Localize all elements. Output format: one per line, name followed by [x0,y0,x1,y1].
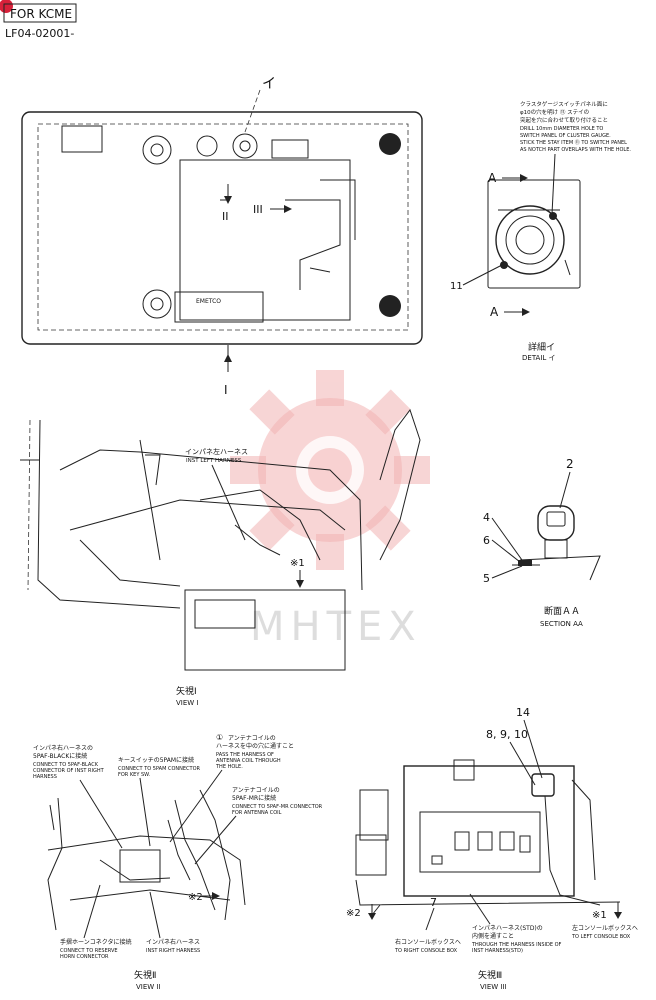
view-i-title-jp: 矢視Ⅰ [176,685,197,697]
header-badge-frame [3,3,77,23]
view-i-mark-x1: ※1 [290,558,305,569]
view-iii-note-mid-en1: THROUGH THE HARNESS INSIDE OF [471,942,562,948]
header-badge: FOR KCME [10,7,72,21]
view-ii-callout-e-en1: CONNECT TO RESERVE [60,948,118,954]
section-item-4: 4 [483,511,490,524]
view-iii-note-mid-jp1: インパネハーネス(STD)の [472,925,543,932]
view-i-harness-jp: インパネ左ハーネス [185,447,248,456]
view-ii-callout-c-en2: ANTENNA COIL THROUGH [216,758,281,764]
section-a-bottom: A [490,305,499,319]
view-iii-mark-x1: ※1 [592,910,607,921]
arrow-ii-label: II [222,210,229,223]
arrow-i-label: I [224,383,228,397]
view-iii-note-left-en: TO RIGHT CONSOLE BOX [394,948,458,954]
corner-mark-icon [0,0,13,13]
view-ii-callout-a-en2: CONNECTOR OF INST RIGHT [33,768,105,774]
view-i-harness-en: INST LEFT HARNESS [186,458,242,464]
view-ii-callout-d-jp1: アンテナコイルの [232,787,280,794]
detail-note-jp-2: φ10の穴を明け ⑪ ステイの [520,108,589,116]
view-iii-mark-x2: ※2 [346,908,361,919]
detail-note-jp-3: 突起を穴に合わせて取り付けること [520,116,608,124]
view-ii: インパネ右ハーネスの 5PAF-BLACKに接続 CONNECT TO 5PAF… [33,733,323,991]
view-iii: 14 8, 9, 10 ※2 ※1 7 右コンソールボックスへ TO RIGHT… [346,706,638,991]
view-ii-callout-f-en: INST RIGHT HARNESS [146,948,200,954]
view-ii-callout-c-num: ① [216,733,223,742]
view-iii-title-en: VIEW III [480,983,507,991]
arrow-iii-label: III [253,203,263,216]
section-a-top: A [488,171,497,185]
drawing-code: LF04-02001- [5,27,74,40]
watermark-gear-icon [230,370,430,570]
detail-note-jp-1: クラスタゲージスイッチパネル面に [520,100,608,108]
section-aa-title-en: SECTION AA [540,620,583,628]
section-aa-title-jp: 断面ＡＡ [544,605,580,617]
view-ii-callout-f-jp: インパネ右ハーネス [146,938,200,946]
view-iii-item-8910: 8, 9, 10 [486,728,528,741]
view-iii-title-jp: 矢視Ⅲ [478,969,502,981]
header: FOR KCME LF04-02001- [3,3,77,40]
view-ii-title-en: VIEW II [136,983,161,991]
detail-item-11: 11 [450,281,463,292]
view-ii-callout-b-jp: キースイッチの5PAMに接続 [118,756,194,764]
view-ii-callout-d-jp2: 5PAF-MRに接続 [232,794,276,802]
view-ii-callout-c-jp2: ハーネスを中の穴に通すこと [216,742,294,750]
section-aa: 2 4 6 5 断面ＡＡ SECTION AA [483,457,601,628]
view-iii-note-mid-en2: INST HARNESS(STD) [472,948,523,954]
view-ii-callout-c-jp1: アンテナコイルの [228,735,276,742]
top-view: EMETCO イ II III I [21,76,423,397]
view-ii-callout-e-en2: HORN CONNECTOR [60,954,109,960]
view-ii-title-jp: 矢視Ⅱ [134,969,156,981]
view-iii-note-right-en: TO LEFT CONSOLE BOX [571,934,631,940]
detail-title-jp: 詳細イ [528,341,555,353]
view-ii-callout-c-en3: THE HOLE. [215,764,243,770]
detail-note-en-1: DRILL 10mm DIAMETER HOLE TO [520,126,603,132]
view-ii-callout-a-jp1: インパネ右ハーネスの [33,744,93,752]
view-ii-callout-b-en2: FOR KEY SW. [118,772,151,778]
detail-note-en-3: STICK THE STAY ITEM ⑪ TO SWITCH PANEL [520,139,627,146]
detail-title-en: DETAIL イ [522,354,556,362]
watermark: MHTEX [230,370,430,650]
view-iii-note-left-jp: 右コンソールボックスへ [395,938,461,946]
detail-view: クラスタゲージスイッチパネル面に φ10の穴を明け ⑪ ステイの 突起を穴に合わ… [450,100,631,362]
view-ii-mark-x2: ※2 [188,892,203,903]
section-item-2: 2 [566,457,574,471]
detail-note-en-2: SWITCH PANEL OF CLUSTER GAUGE. [520,133,611,139]
detail-note-en-4: AS NOTCH PART OVERLAPS WITH THE HOLE. [520,147,631,153]
view-i-title-en: VIEW I [176,699,199,707]
view-ii-callout-a-en1: CONNECT TO 5PAF-BLACK [33,762,99,768]
view-i: インパネ左ハーネス INST LEFT HARNESS ※1 矢視Ⅰ VIEW … [20,408,421,707]
view-iii-note-right-jp: 左コンソールボックスへ [572,924,638,932]
watermark-text: MHTEX [250,604,422,650]
view-ii-callout-c-en1: PASS THE HARNESS OF [216,752,274,758]
view-iii-note-mid-jp2: 内側を通すこと [472,932,514,940]
section-item-5: 5 [483,572,490,585]
panel-label: EMETCO [196,298,221,305]
view-ii-callout-d-en1: CONNECT TO 5PAF-MR CONNECTOR [232,804,323,810]
view-ii-callout-e-jp: 手摺ホーンコネクタに接続 [60,938,131,946]
section-item-6: 6 [483,534,490,547]
view-iii-item-7: 7 [430,896,437,909]
view-ii-callout-a-jp2: 5PAF-BLACKに接続 [33,752,87,760]
view-ii-callout-d-en2: FOR ANTENNA COIL [232,810,282,816]
view-ii-callout-a-en3: HARNESS [33,774,57,780]
view-iii-item-14: 14 [516,706,530,719]
detail-mark: イ [262,76,276,92]
view-ii-callout-b-en1: CONNECT TO 5PAM CONNECTOR [118,766,201,772]
